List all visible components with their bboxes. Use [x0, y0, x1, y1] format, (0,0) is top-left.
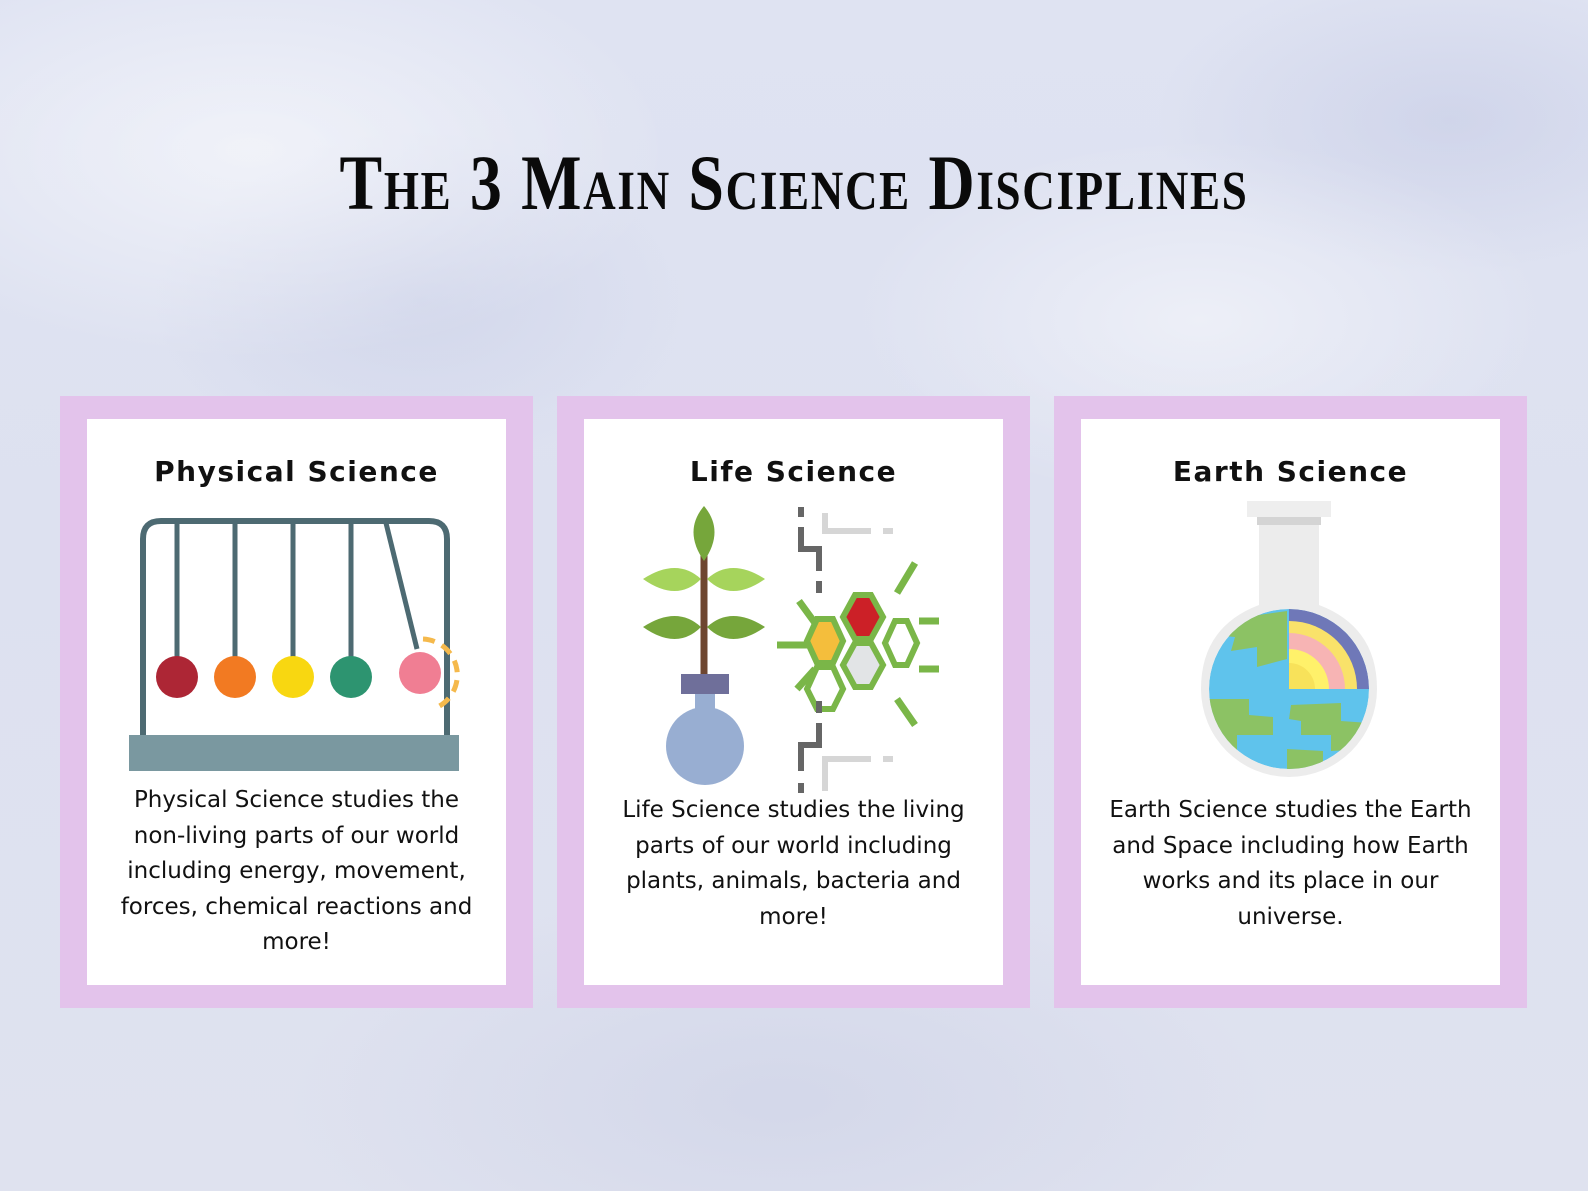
card-earth-science: Earth Science E — [1054, 396, 1527, 1008]
card-description: Physical Science studies the non-living … — [120, 787, 473, 955]
card-title: Life Science — [689, 455, 898, 488]
card-body: Physical Science Physical Science studie… — [87, 419, 506, 985]
card-life-science: Life Science — [557, 396, 1030, 1008]
card-body: Life Science — [584, 419, 1003, 985]
card-body: Earth Science E — [1081, 419, 1500, 985]
card-description: Earth Science studies the Earth and Spac… — [1109, 797, 1472, 930]
earth-flask-icon — [1201, 501, 1377, 777]
card-title: Physical Science — [154, 455, 439, 488]
plant-dna-icon — [643, 506, 939, 793]
page-title: The 3 Main Science Disciplines — [339, 139, 1249, 226]
newtons-cradle-icon — [129, 518, 460, 771]
card-physical-science: Physical Science Physical Science studie… — [60, 396, 533, 1008]
card-description: Life Science studies the living parts of… — [622, 797, 965, 930]
card-title: Earth Science — [1172, 455, 1409, 488]
